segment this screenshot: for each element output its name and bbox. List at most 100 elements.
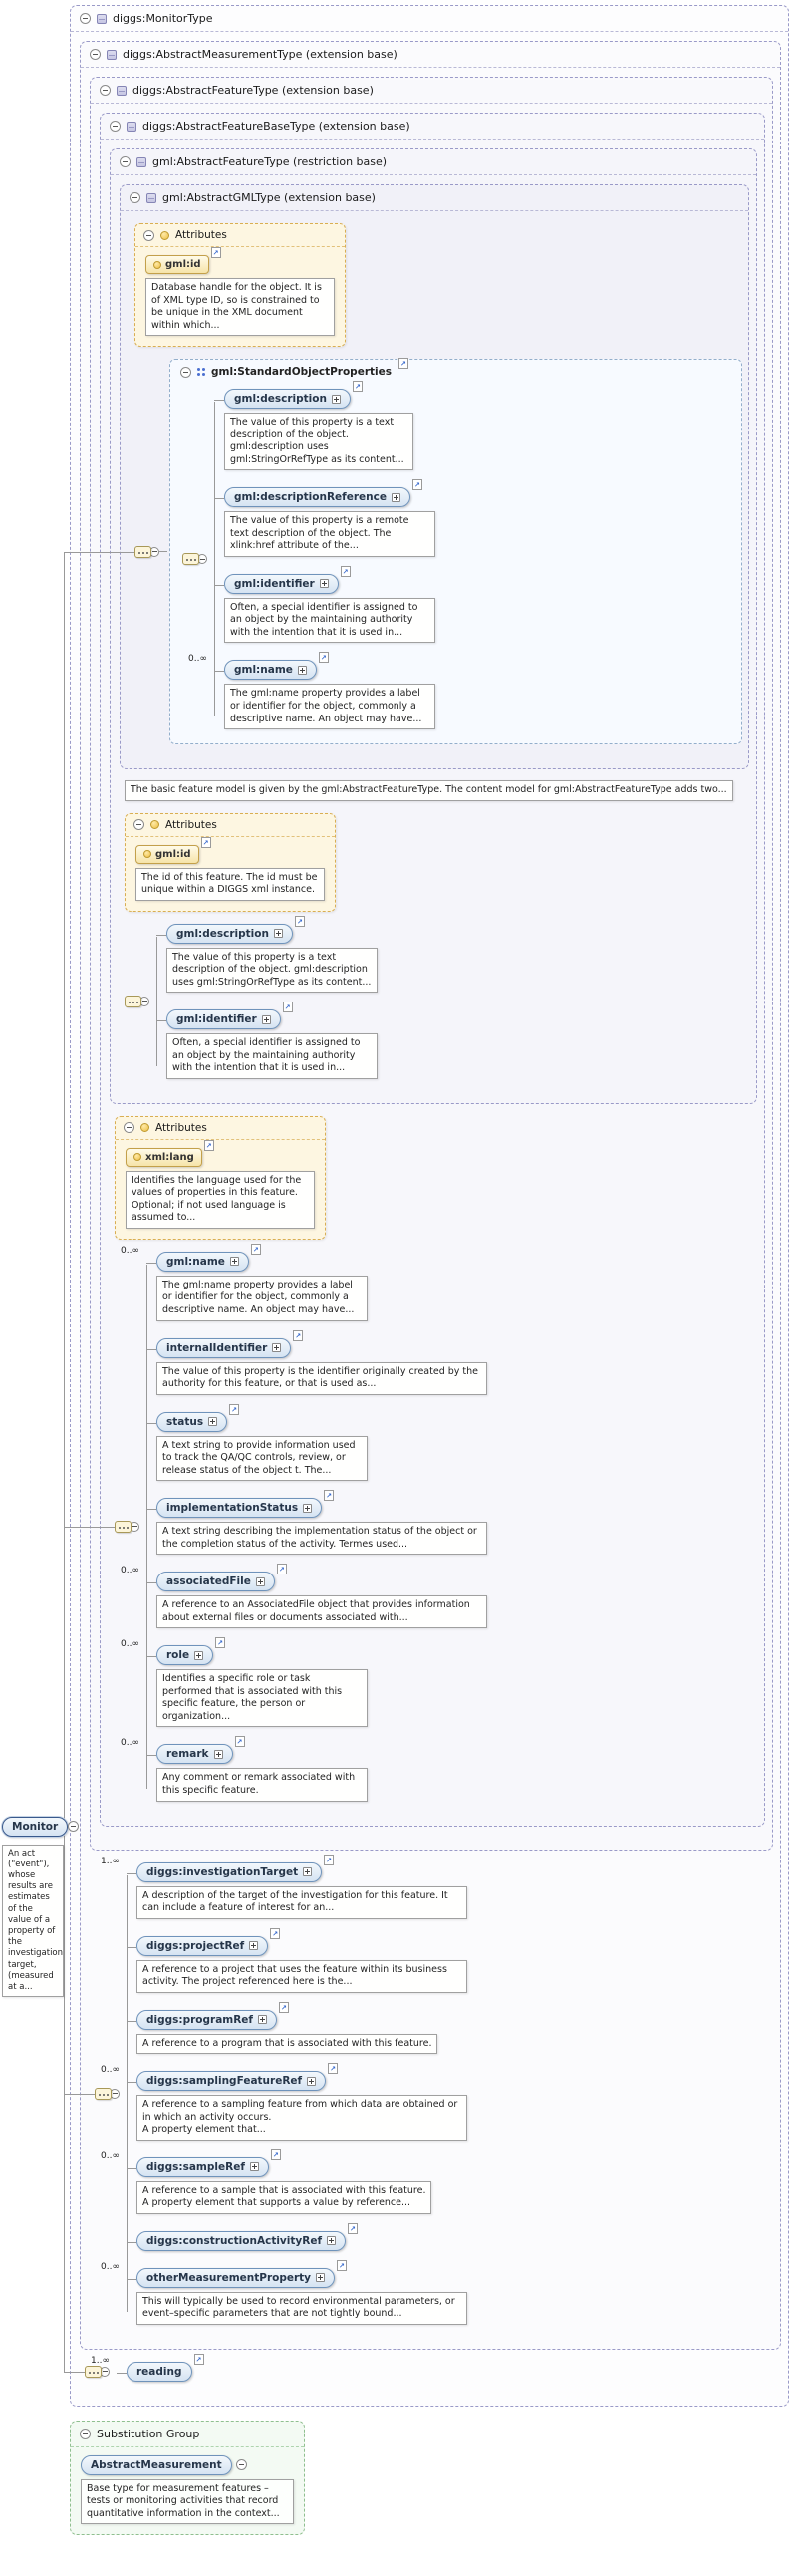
collapse-icon[interactable] xyxy=(133,819,144,831)
expand-icon[interactable] xyxy=(261,1014,271,1024)
reference-icon[interactable] xyxy=(270,2148,281,2160)
element-gml-description-reference[interactable]: gml:descriptionReference xyxy=(224,487,410,508)
reference-icon[interactable] xyxy=(234,1736,245,1748)
sequence-icon[interactable] xyxy=(95,2087,112,2100)
sequence-branch-monitor-type: 1..∞ reading xyxy=(85,2353,782,2382)
reference-icon[interactable] xyxy=(318,652,329,664)
collapse-icon[interactable] xyxy=(124,1122,134,1134)
reference-icon[interactable] xyxy=(250,1243,261,1255)
collapse-icon[interactable] xyxy=(80,2428,91,2439)
reference-icon[interactable] xyxy=(324,1854,335,1865)
sequence-icon[interactable] xyxy=(134,545,151,558)
expand-icon[interactable] xyxy=(391,492,400,502)
reference-icon[interactable] xyxy=(348,2222,359,2234)
element-gml-description[interactable]: gml:description xyxy=(166,923,293,944)
expand-icon[interactable] xyxy=(303,1503,313,1513)
element-other-measurement-property[interactable]: otherMeasurementProperty xyxy=(136,2267,336,2288)
sequence-icon[interactable] xyxy=(125,995,141,1007)
element-role[interactable]: role xyxy=(156,1645,214,1666)
collapse-icon[interactable] xyxy=(180,366,191,378)
expand-icon[interactable] xyxy=(272,1343,282,1353)
expand-icon[interactable] xyxy=(297,665,307,675)
reference-icon[interactable] xyxy=(293,1329,304,1341)
container-title: diggs:AbstractFeatureType (extension bas… xyxy=(132,84,374,97)
expand-icon[interactable] xyxy=(331,394,341,404)
reference-icon[interactable] xyxy=(229,1403,240,1415)
element-remark[interactable]: remark xyxy=(156,1744,233,1765)
element-monitor[interactable]: Monitor xyxy=(2,1816,69,1837)
element-gml-identifier[interactable]: gml:identifier xyxy=(224,573,339,594)
sequence-icon[interactable] xyxy=(85,2365,102,2378)
expand-icon[interactable] xyxy=(303,1867,313,1876)
collapse-icon[interactable] xyxy=(143,229,154,241)
collapse-icon[interactable] xyxy=(120,156,131,167)
reference-icon[interactable] xyxy=(337,2259,348,2271)
element-pill-row: 0..∞ gml:name xyxy=(188,652,731,681)
element-row: 0..∞ associatedFile A reference to an As… xyxy=(121,1564,758,1629)
element-diggs-sample-ref[interactable]: diggs:sampleRef xyxy=(136,2156,269,2177)
reference-icon[interactable] xyxy=(203,1139,214,1151)
element-gml-name[interactable]: gml:name xyxy=(156,1251,249,1272)
attribute-xml-lang[interactable]: xml:lang xyxy=(126,1147,202,1167)
container-gml-abstract-feature-type: gml:AbstractFeatureType (restriction bas… xyxy=(110,148,757,1104)
expand-icon[interactable] xyxy=(194,1650,204,1660)
collapse-icon[interactable] xyxy=(110,121,121,132)
element-associated-file[interactable]: associatedFile xyxy=(156,1572,275,1592)
element-gml-description[interactable]: gml:description xyxy=(224,389,351,410)
sequence-icon[interactable] xyxy=(115,1520,132,1533)
element-annotation: An act ("event"), whose results are esti… xyxy=(2,1844,64,1998)
reference-icon[interactable] xyxy=(210,247,221,258)
reference-icon[interactable] xyxy=(324,1490,335,1502)
reference-icon[interactable] xyxy=(352,381,363,393)
collapse-icon[interactable] xyxy=(100,85,111,96)
element-diggs-project-ref[interactable]: diggs:projectRef xyxy=(136,1935,269,1956)
expand-icon[interactable] xyxy=(249,1941,259,1951)
expand-icon[interactable] xyxy=(319,579,329,589)
sequence-icon[interactable] xyxy=(182,553,199,566)
reference-icon[interactable] xyxy=(279,2001,289,2013)
element-diggs-sampling-feature-ref[interactable]: diggs:samplingFeatureRef xyxy=(136,2071,327,2092)
expand-icon[interactable] xyxy=(258,2015,267,2025)
collapse-icon[interactable] xyxy=(68,1821,80,1832)
reference-icon[interactable] xyxy=(398,358,408,370)
element-diggs-program-ref[interactable]: diggs:programRef xyxy=(136,2009,277,2030)
expand-icon[interactable] xyxy=(255,1576,265,1586)
reference-icon[interactable] xyxy=(328,2063,339,2075)
element-implementation-status[interactable]: implementationStatus xyxy=(156,1498,323,1519)
collapse-icon[interactable] xyxy=(130,192,140,203)
reference-icon[interactable] xyxy=(294,915,305,927)
element-gml-name[interactable]: gml:name xyxy=(224,660,317,681)
attribute-gml-id[interactable]: gml:id xyxy=(135,844,199,864)
expand-icon[interactable] xyxy=(249,2162,259,2172)
element-diggs-investigation-target[interactable]: diggs:investigationTarget xyxy=(136,1861,323,1882)
expand-icon[interactable] xyxy=(208,1417,218,1427)
element-status[interactable]: status xyxy=(156,1411,228,1432)
expand-icon[interactable] xyxy=(316,2273,326,2283)
attributes-box: Attributes xml:lang Identifies the langu… xyxy=(115,1115,326,1240)
reference-icon[interactable] xyxy=(193,2353,204,2365)
expand-icon[interactable] xyxy=(213,1749,223,1759)
reference-icon[interactable] xyxy=(215,1637,226,1649)
element-reading[interactable]: reading xyxy=(127,2361,192,2382)
element-diggs-construction-activity-ref[interactable]: diggs:constructionActivityRef xyxy=(136,2230,347,2251)
reference-icon[interactable] xyxy=(200,836,211,848)
reference-icon[interactable] xyxy=(282,1002,293,1013)
reference-icon[interactable] xyxy=(340,565,351,577)
reference-icon[interactable] xyxy=(276,1564,287,1575)
element-gml-identifier[interactable]: gml:identifier xyxy=(166,1009,281,1030)
element-abstract-measurement[interactable]: AbstractMeasurement xyxy=(81,2454,232,2475)
reference-icon[interactable] xyxy=(270,1927,281,1939)
attribute-gml-id[interactable]: gml:id xyxy=(145,255,209,274)
expand-icon[interactable] xyxy=(307,2076,317,2086)
substitution-group-header: Substitution Group xyxy=(71,2422,304,2447)
collapse-icon[interactable] xyxy=(80,13,91,24)
container-title: diggs:MonitorType xyxy=(113,12,213,25)
collapse-icon[interactable] xyxy=(90,49,101,60)
expand-icon[interactable] xyxy=(273,929,283,939)
expand-icon[interactable] xyxy=(327,2236,337,2246)
collapse-icon[interactable] xyxy=(235,2459,247,2471)
attribute-annotation: Database handle for the object. It is of… xyxy=(145,278,335,337)
expand-icon[interactable] xyxy=(229,1257,239,1267)
reference-icon[interactable] xyxy=(411,479,422,491)
element-internal-identifier[interactable]: internalIdentifier xyxy=(156,1337,292,1358)
